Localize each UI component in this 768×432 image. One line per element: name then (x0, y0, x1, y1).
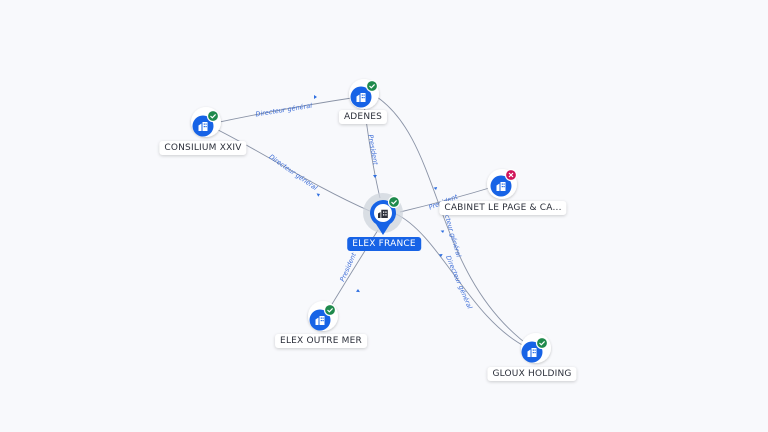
node-label-cabinet[interactable]: CABINET LE PAGE & CA... (439, 201, 567, 215)
node-label-adenes[interactable]: ADENES (338, 110, 388, 124)
edge-arrow (433, 187, 438, 190)
node-label-consilium[interactable]: CONSILIUM XXIV (159, 141, 247, 155)
edge-arrow (440, 230, 445, 233)
node-elex-main[interactable] (363, 193, 403, 235)
node-label-outremer[interactable]: ELEX OUTRE MER (275, 334, 367, 348)
status-active-icon (387, 195, 401, 209)
node-cabinet[interactable] (487, 168, 518, 199)
edge-arrows (314, 95, 445, 293)
edge-label: Directeur général (267, 153, 319, 192)
edge-arrow (438, 254, 443, 257)
node-outremer[interactable] (308, 301, 338, 331)
edge-arrow (356, 289, 360, 293)
status-active-icon (323, 303, 337, 317)
edge-arrow (316, 193, 320, 197)
node-gloux[interactable] (521, 333, 551, 363)
edge-consilium-adenes[interactable] (209, 96, 359, 125)
node-consilium[interactable] (191, 107, 221, 137)
edge-label: Directeur général (255, 102, 313, 119)
status-active-icon (365, 79, 379, 93)
status-active-icon (206, 109, 220, 123)
edge-arrow (373, 175, 377, 178)
node-adenes[interactable] (349, 79, 379, 109)
edge-label: Directeur général (444, 254, 474, 310)
node-label-gloux[interactable]: GLOUX HOLDING (487, 367, 577, 381)
edge-label: President (366, 134, 379, 166)
edge-consilium-elex[interactable] (209, 125, 373, 213)
edge-elex-cabinet[interactable] (399, 185, 497, 213)
building-icon (378, 209, 388, 218)
node-label-elex-france[interactable]: ELEX FRANCE (347, 237, 421, 251)
edge-elex-gloux[interactable] (395, 213, 529, 349)
edge-arrow (314, 95, 317, 99)
status-active-icon (535, 336, 549, 350)
